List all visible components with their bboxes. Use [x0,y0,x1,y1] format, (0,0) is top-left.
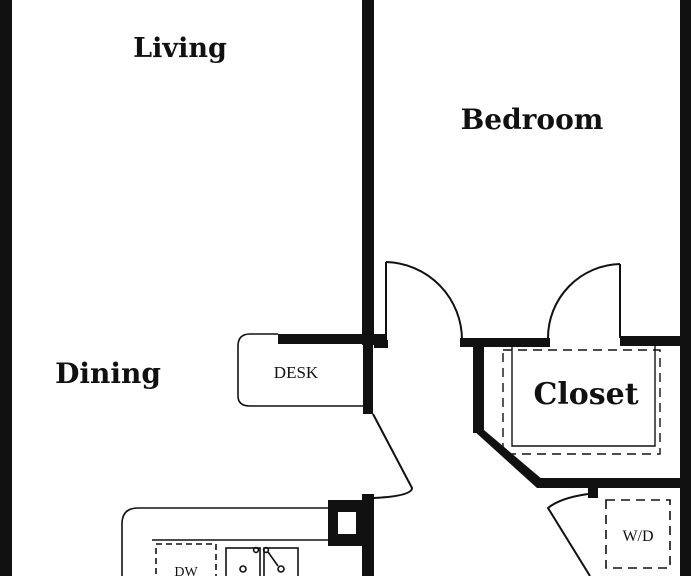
bedroom-wall-middle [460,338,550,347]
washer-dryer-label: W/D [622,528,653,545]
right-exterior-wall [680,0,691,576]
desk-wall-top [278,334,386,344]
sink-drain-right [277,565,285,573]
sink-faucet-right [262,546,270,554]
washer-dryer-outline [605,499,671,569]
sink-basin-right [263,547,299,576]
room-label-bedroom: Bedroom [461,103,604,136]
desk: DESK [237,333,364,407]
closet-door-swing [547,263,621,339]
room-label-dining: Dining [55,357,161,390]
counter-outline [121,507,328,576]
bedroom-wall-right [620,336,682,346]
closet-wall-left [473,345,484,433]
center-wall-lower [363,344,373,414]
closet-inner-wall [511,344,656,447]
doors [372,261,621,576]
kitchen-wall-lower [362,494,374,576]
sink-faucet-left [252,546,260,554]
closet-shelf-outline [502,349,661,455]
center-wall-upper [362,0,374,345]
kitchen-counter [121,507,330,576]
room-label-closet: Closet [533,377,638,412]
dishwasher-outline [155,543,217,576]
faucet-handle [267,551,279,567]
utility-post [588,480,598,498]
room-label-living: Living [133,33,227,64]
closet-wall-bottom [537,478,683,488]
sink-drain-left [239,565,247,573]
utility-door-swing [546,493,591,576]
sink-basin-left [225,547,261,576]
left-exterior-wall [0,0,12,576]
hall-door-swing [372,413,414,499]
desk-label: DESK [274,363,319,382]
washer-dryer: W/D [605,499,671,569]
closet [502,344,661,455]
desk-outline [237,333,364,407]
bedroom-wall-left-stub [374,340,388,348]
closet-angled-wall [473,430,543,488]
dishwasher-label: DW [174,565,198,576]
bedroom-door-swing [385,261,463,341]
kitchen-column-void [338,512,356,534]
